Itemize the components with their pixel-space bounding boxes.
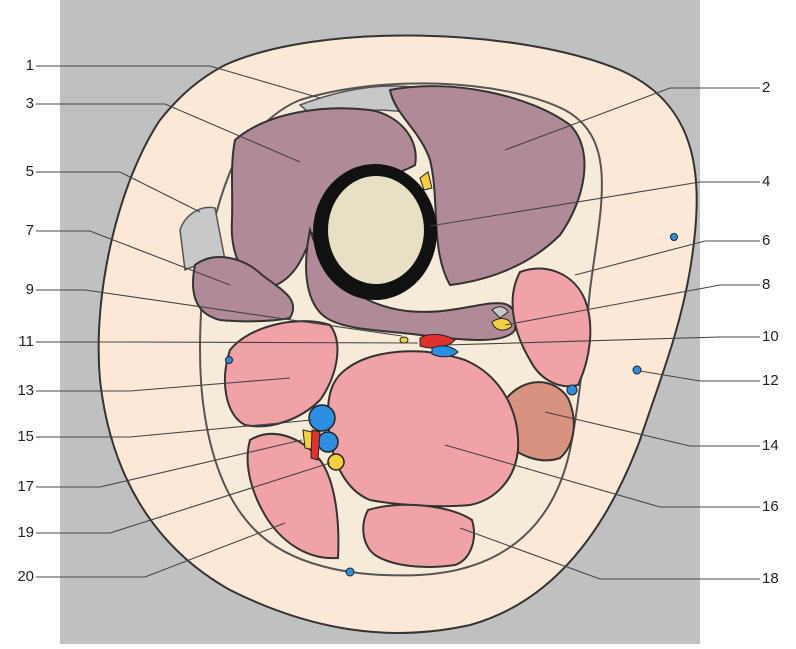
label-20: 20 — [4, 568, 34, 586]
label-1: 1 — [4, 57, 34, 75]
label-19: 19 — [4, 524, 34, 542]
label-2: 2 — [762, 79, 792, 97]
label-4: 4 — [762, 173, 792, 191]
label-7: 7 — [4, 222, 34, 240]
vein-15 — [309, 405, 335, 431]
vein-near-gracilis — [567, 385, 577, 395]
sciatic-nerve — [328, 454, 344, 470]
label-8: 8 — [762, 276, 792, 294]
label-14: 14 — [762, 437, 792, 455]
adductor-magnus — [328, 351, 518, 506]
subcutaneous-vein-a — [671, 234, 678, 241]
label-13: 13 — [4, 382, 34, 400]
femur-marrow — [328, 176, 424, 284]
label-11: 11 — [4, 333, 34, 351]
vein-17 — [318, 432, 338, 452]
label-5: 5 — [4, 163, 34, 181]
label-17: 17 — [4, 478, 34, 496]
label-9: 9 — [4, 281, 34, 299]
label-12: 12 — [762, 372, 792, 390]
label-3: 3 — [4, 95, 34, 113]
label-16: 16 — [762, 498, 792, 516]
label-6: 6 — [762, 232, 792, 250]
label-15: 15 — [4, 428, 34, 446]
adductor-longus — [363, 505, 474, 567]
femoral-nerve — [400, 337, 408, 343]
label-18: 18 — [762, 570, 792, 588]
great-saphenous-vein — [633, 366, 641, 374]
small-saphenous-vein — [346, 568, 354, 576]
subcutaneous-vein-b — [226, 357, 233, 364]
artery-17 — [311, 430, 320, 460]
label-10: 10 — [762, 328, 792, 346]
